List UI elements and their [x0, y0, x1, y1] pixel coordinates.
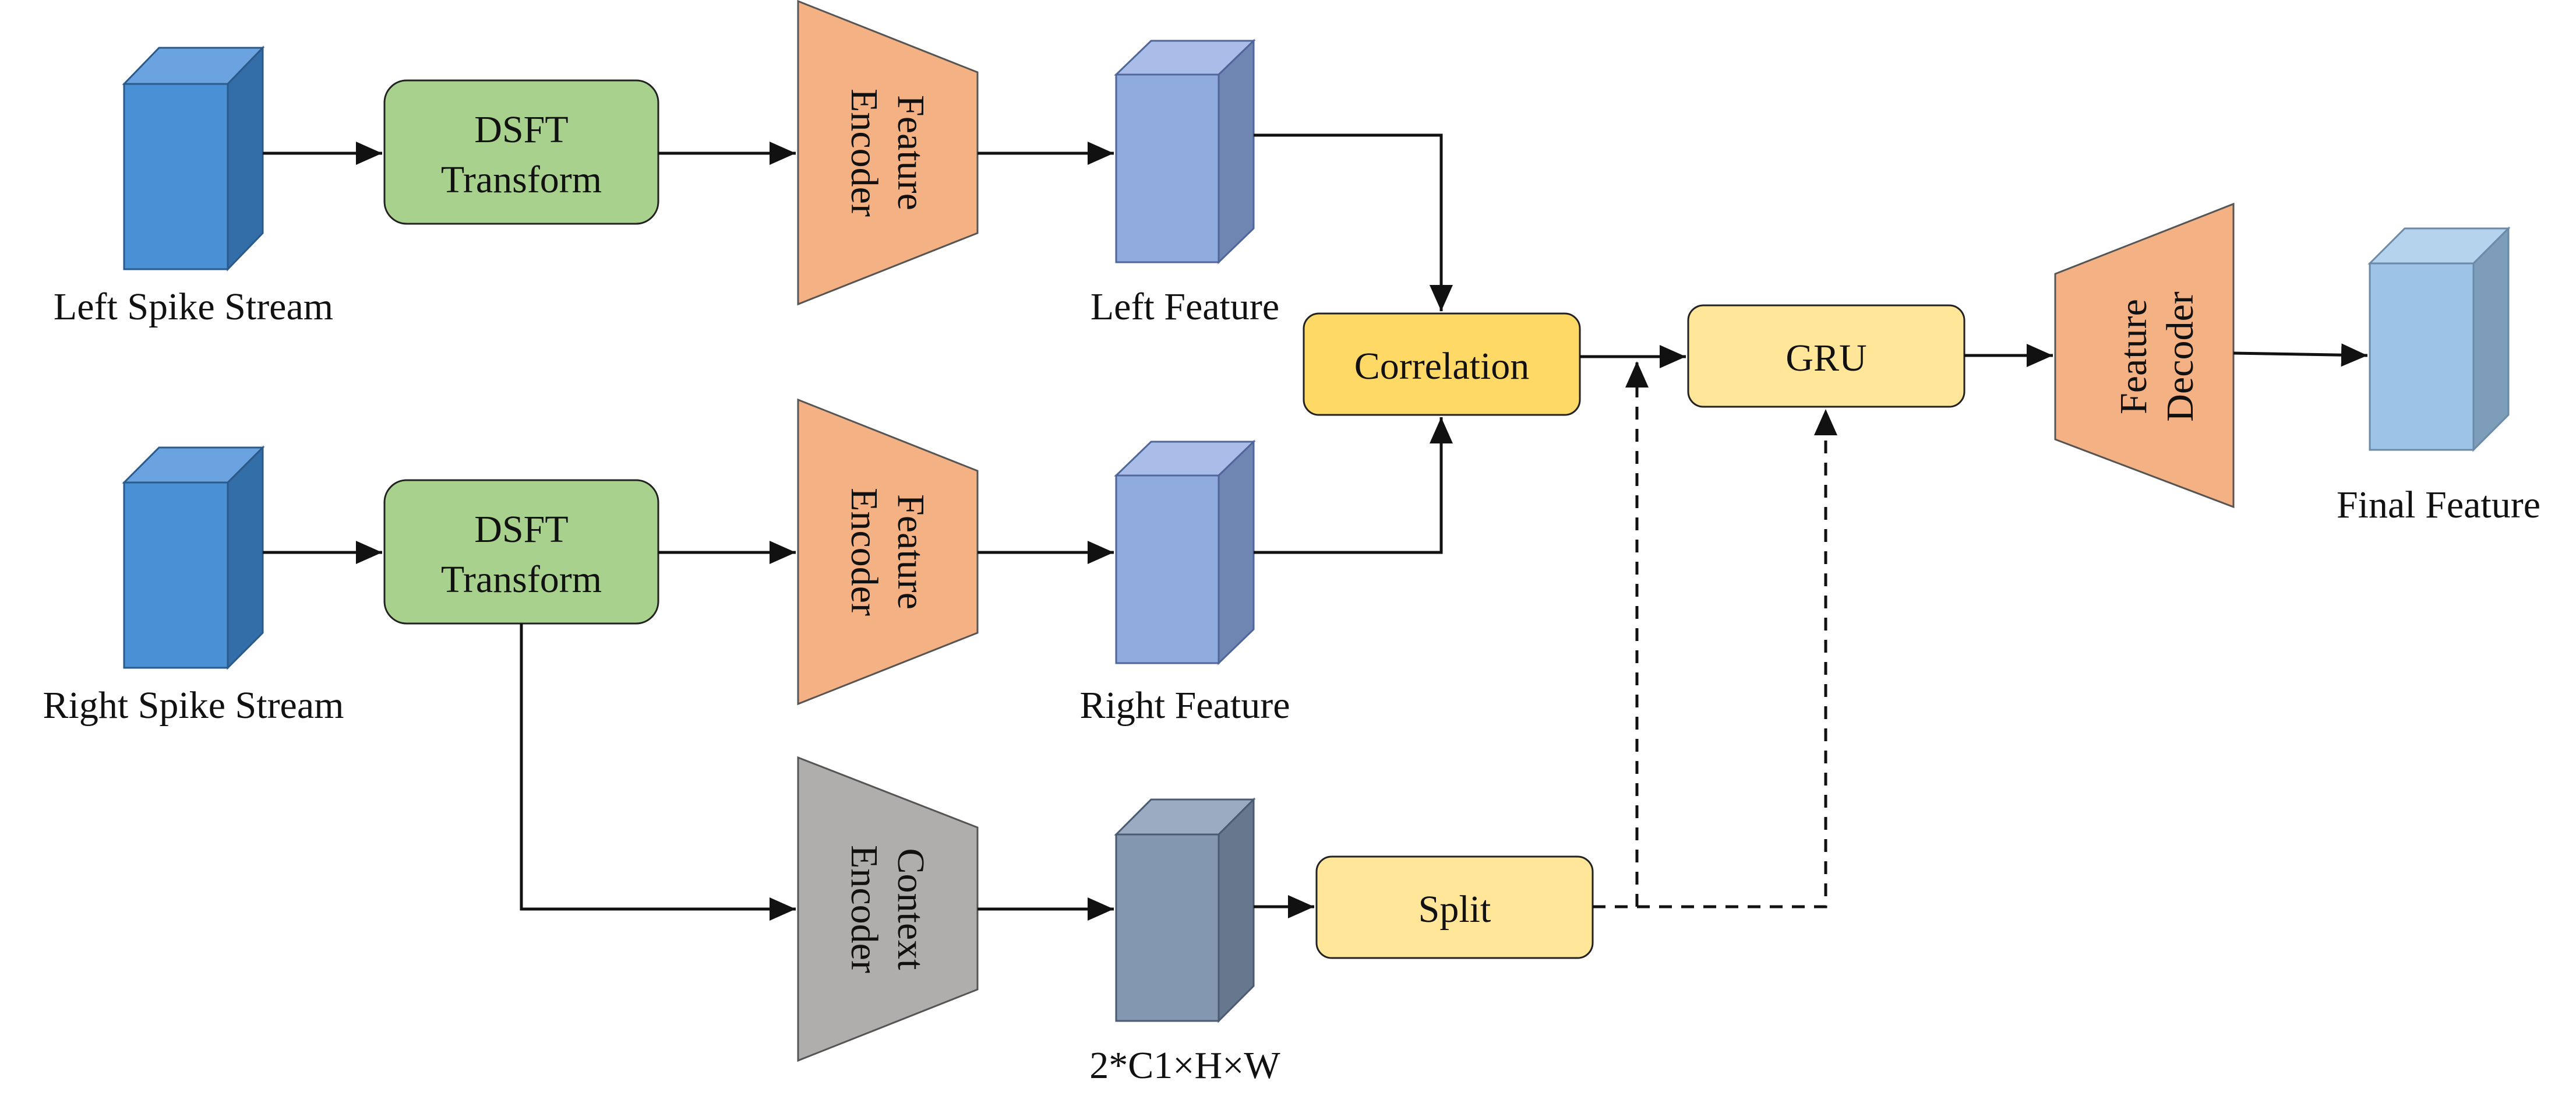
feature-decoder-line2: Decoder: [2159, 291, 2201, 422]
arrow-right-feature-to-correlation: [1254, 417, 1453, 554]
dsft-transform-top-line2: Transform: [441, 159, 602, 201]
feature-encoder-top: Feature Encoder: [797, 0, 979, 306]
feature-encoder-mid-shape: [797, 398, 979, 706]
dsft-transform-bottom-box: [383, 479, 659, 625]
left-spike-stream-front: [123, 83, 229, 270]
dsft-transform-top-box: [383, 79, 659, 225]
dsft-transform-bottom-line1: DSFT: [474, 508, 568, 551]
arrow-left-feature-to-correlation: [1254, 133, 1453, 311]
split-label: Split: [1418, 888, 1491, 931]
context-encoder-line2: Encoder: [843, 845, 885, 973]
context-feature-front: [1115, 833, 1220, 1022]
feature-decoder-line1: Feature: [2112, 299, 2155, 414]
final-feature-front: [2369, 262, 2475, 451]
feature-encoder-mid: Feature Encoder: [797, 398, 979, 706]
left-feature-block: Left Feature: [1091, 38, 1279, 328]
context-encoder: Context Encoder: [797, 756, 979, 1062]
correlation-block: Correlation: [1303, 312, 1581, 416]
right-spike-stream-front: [123, 481, 229, 669]
feature-encoder-mid-line1: Feature: [890, 494, 932, 610]
context-feature-block: 2*C1×H×W: [1089, 797, 1280, 1087]
context-feature-label: 2*C1×H×W: [1089, 1044, 1280, 1087]
final-feature-side: [2472, 226, 2510, 452]
correlation-box: [1303, 312, 1581, 416]
dashed-split-to-gru: [1637, 409, 1837, 908]
left-feature-side: [1218, 38, 1255, 265]
arrow-decoder-to-final: [2233, 343, 2368, 367]
feature-encoder-top-line1: Feature: [890, 95, 932, 210]
right-feature-front: [1115, 474, 1220, 664]
right-feature-label: Right Feature: [1079, 684, 1290, 727]
dsft-transform-bottom: DSFT Transform: [383, 479, 659, 625]
left-spike-stream-block: Left Spike Stream: [54, 45, 333, 328]
gru-block: GRU: [1687, 304, 1965, 408]
final-feature-block: Final Feature: [2337, 226, 2540, 526]
split-block: Split: [1315, 855, 1594, 959]
arrow-dsft-to-context-encoder: [520, 624, 796, 921]
dsft-transform-top: DSFT Transform: [383, 79, 659, 225]
left-feature-front: [1115, 73, 1220, 263]
dsft-transform-bottom-line2: Transform: [441, 558, 602, 601]
context-encoder-line1: Context: [890, 848, 932, 970]
correlation-label: Correlation: [1354, 345, 1530, 388]
dsft-transform-top-line1: DSFT: [474, 108, 568, 151]
connectors: [263, 133, 2368, 921]
feature-encoder-top-line2: Encoder: [843, 89, 885, 217]
right-spike-stream-side: [227, 445, 264, 670]
right-feature-side: [1218, 439, 1255, 665]
left-feature-label: Left Feature: [1091, 286, 1279, 328]
left-spike-stream-side: [227, 45, 264, 272]
feature-encoder-mid-line2: Encoder: [843, 488, 885, 616]
left-spike-stream-label: Left Spike Stream: [54, 286, 333, 328]
feature-encoder-top-shape: [797, 0, 979, 306]
context-encoder-shape: [797, 756, 979, 1062]
gru-label: GRU: [1785, 337, 1866, 379]
dashed-split-to-correlation-gru: [1593, 361, 1649, 908]
right-spike-stream-block: Right Spike Stream: [43, 445, 344, 727]
right-spike-stream-label: Right Spike Stream: [43, 684, 344, 727]
right-feature-block: Right Feature: [1079, 439, 1290, 727]
feature-decoder-shape: [2054, 202, 2235, 509]
context-feature-side: [1218, 797, 1255, 1023]
feature-decoder: Feature Decoder: [2054, 202, 2235, 509]
final-feature-label: Final Feature: [2337, 484, 2540, 526]
